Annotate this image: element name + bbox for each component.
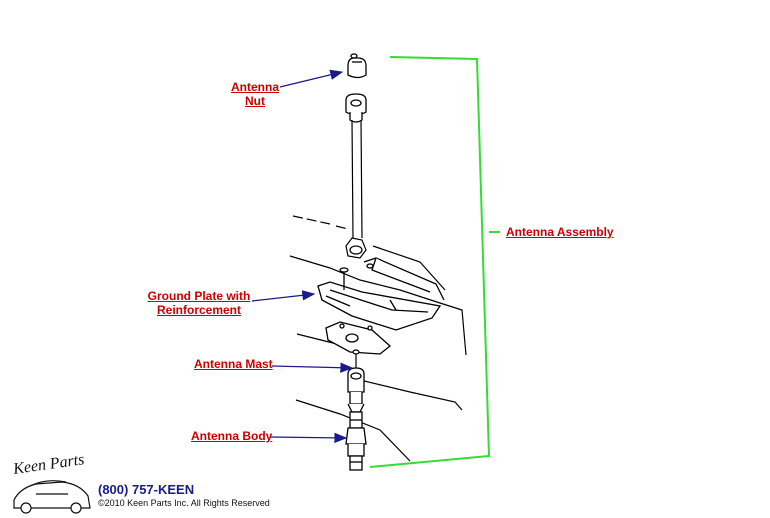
callout-arrows — [251, 69, 354, 444]
antenna-ferrule-part — [345, 93, 367, 123]
arrow-ground-plate — [251, 290, 316, 302]
label-antenna-nut[interactable]: Antenna Nut — [226, 80, 284, 108]
reinforcement-bracket — [325, 321, 392, 355]
logo-script-text: Keen Parts — [11, 451, 85, 478]
label-antenna-body[interactable]: Antenna Body — [191, 429, 273, 443]
label-ground-plate[interactable]: Ground Plate with Reinforcement — [142, 289, 256, 317]
ground-plate-part — [317, 257, 445, 331]
antenna-nut-part — [347, 53, 367, 79]
label-ground-plate-line1[interactable]: Ground Plate with — [147, 289, 251, 303]
footer-phone: (800) 757-KEEN — [98, 482, 195, 497]
label-ground-plate-line2[interactable]: Reinforcement — [156, 303, 242, 317]
fender-grommet — [345, 237, 367, 259]
antenna-body-part — [345, 367, 367, 471]
label-antenna-nut-line2[interactable]: Nut — [245, 94, 265, 108]
assembly-bracket — [369, 56, 491, 468]
footer-copyright: ©2010 Keen Parts Inc. All Rights Reserve… — [98, 498, 270, 508]
keen-parts-logo: Keen Parts — [11, 451, 91, 514]
antenna-mast-part — [352, 349, 360, 368]
arrow-antenna-body — [269, 432, 348, 444]
arrow-antenna-nut — [279, 69, 344, 88]
arrow-antenna-mast — [271, 362, 354, 373]
label-antenna-assembly[interactable]: Antenna Assembly — [506, 225, 614, 239]
car-silhouette-icon — [13, 480, 91, 514]
label-antenna-mast[interactable]: Antenna Mast — [194, 357, 273, 371]
label-antenna-nut-line1[interactable]: Antenna — [231, 80, 279, 94]
antenna-rod — [351, 119, 363, 239]
